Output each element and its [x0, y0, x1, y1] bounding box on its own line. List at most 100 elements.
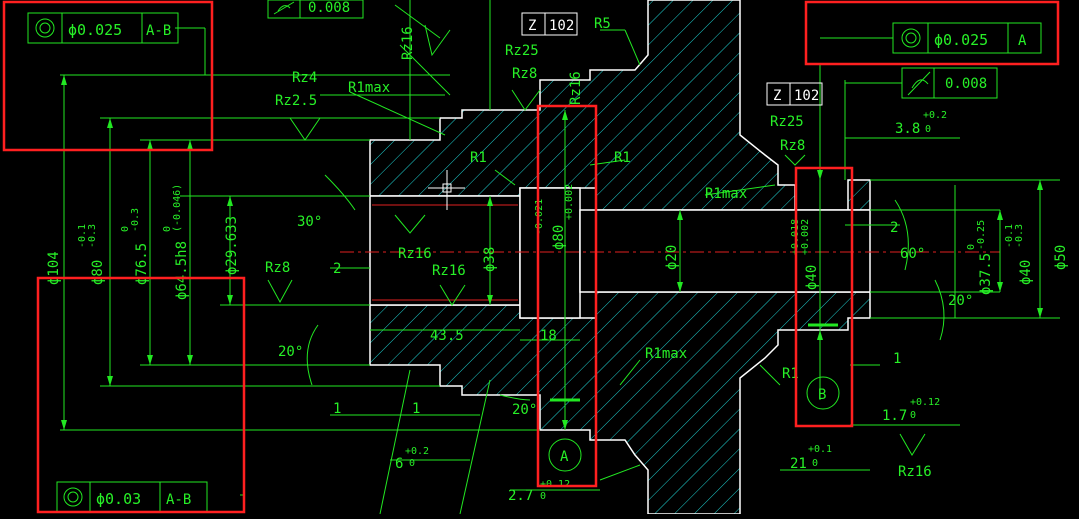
svg-text:0: 0: [925, 124, 931, 135]
length-labels: 2 43.5 18 1 1 1 6 +0.2 0 2.7 +0.12 0 3.8…: [333, 110, 947, 504]
svg-text:ϕ80: ϕ80: [551, 225, 567, 250]
svg-text:-0.3: -0.3: [87, 224, 98, 248]
highlight-box-top-right: [804, 0, 1060, 66]
svg-text:+0.2: +0.2: [923, 110, 947, 121]
circular-runout-icon: [907, 71, 931, 96]
svg-text:ϕ64.5h8: ϕ64.5h8: [174, 241, 190, 300]
svg-text:-0.3: -0.3: [130, 208, 141, 232]
fcf-tolerance: 0.008: [945, 76, 987, 92]
svg-text:3.8: 3.8: [895, 121, 920, 137]
svg-text:R5: R5: [594, 16, 611, 32]
highlight-box-bottom-left: [36, 276, 246, 514]
fcf-tolerance: ϕ0.025: [68, 21, 122, 39]
svg-text:ϕ38: ϕ38: [482, 247, 498, 272]
svg-text:0: 0: [910, 410, 916, 421]
svg-text:Rz4: Rz4: [292, 70, 317, 86]
svg-text:ϕ29.633: ϕ29.633: [224, 216, 240, 275]
svg-text:+0.002: +0.002: [800, 219, 811, 255]
roughness-labels: Rz4 Rz2.5 R1max Rz16 Rz25 Rz8 Rz16 R5 Rz…: [265, 16, 932, 480]
svg-text:Rz16: Rz16: [398, 246, 432, 262]
svg-text:30°: 30°: [297, 214, 322, 230]
svg-text:0: 0: [966, 244, 977, 250]
concentricity-icon: [901, 28, 921, 48]
highlight-box-top-left: [2, 0, 214, 152]
svg-text:2: 2: [333, 261, 341, 277]
highlight-box-right-dim: [794, 166, 854, 428]
inner-bore: [579, 209, 871, 293]
svg-text:ϕ104: ϕ104: [46, 251, 62, 285]
svg-text:-0.3: -0.3: [1014, 224, 1025, 248]
boxed-label-left[interactable]: Z 102: [521, 12, 578, 36]
svg-text:Rz8: Rz8: [265, 260, 290, 276]
svg-text:(-0.046): (-0.046): [172, 184, 183, 232]
boxed-label-right[interactable]: Z 102: [766, 82, 823, 106]
svg-text:+0.12: +0.12: [540, 479, 570, 490]
concentricity-icon: [35, 18, 55, 38]
svg-text:B: B: [818, 387, 826, 403]
fcf-tolerance: ϕ0.03: [96, 490, 141, 508]
svg-text:R1max: R1max: [348, 80, 390, 96]
svg-text:A: A: [560, 449, 569, 465]
svg-text:ϕ20: ϕ20: [664, 245, 680, 270]
svg-text:2.7: 2.7: [508, 488, 533, 504]
fcf-runout-right[interactable]: 0.008: [845, 67, 998, 99]
fcf-bottom-left[interactable]: ϕ0.03 A-B: [56, 481, 208, 513]
svg-text:18: 18: [540, 328, 557, 344]
fcf-tolerance: 0.008: [308, 0, 350, 16]
highlight-boxes: [2, 0, 1060, 514]
svg-text:R1max: R1max: [645, 346, 687, 362]
svg-text:-0.25: -0.25: [976, 220, 987, 250]
arrowheads: [61, 75, 1043, 430]
fcf-top-left[interactable]: ϕ0.025 A-B: [27, 12, 179, 44]
svg-text:102: 102: [794, 88, 819, 104]
svg-text:1: 1: [893, 351, 901, 367]
bore-outline: [369, 195, 521, 306]
svg-text:R1: R1: [782, 366, 799, 382]
svg-text:-0.1: -0.1: [77, 224, 88, 248]
fcf-top-right[interactable]: ϕ0.025 A: [820, 22, 1042, 54]
svg-text:Rz25: Rz25: [770, 114, 804, 130]
svg-text:Rz25: Rz25: [505, 43, 539, 59]
svg-text:20°: 20°: [512, 402, 537, 418]
svg-text:43.5: 43.5: [430, 328, 464, 344]
highlight-box-bore-dim: [536, 104, 598, 488]
svg-text:21: 21: [790, 456, 807, 472]
svg-text:Z: Z: [773, 88, 781, 104]
datum-a[interactable]: A: [548, 398, 582, 472]
svg-text:+0.2: +0.2: [405, 446, 429, 457]
svg-text:Rz2.5: Rz2.5: [275, 93, 317, 109]
svg-text:Rz16: Rz16: [432, 263, 466, 279]
svg-text:Rz8: Rz8: [780, 138, 805, 154]
angle-arcs: [306, 174, 945, 401]
svg-text:20°: 20°: [278, 344, 303, 360]
circular-runout-icon: [273, 1, 295, 15]
fcf-datum: A: [1018, 33, 1027, 49]
svg-text:-0.021: -0.021: [534, 199, 545, 235]
extension-lines: [60, 0, 1060, 515]
svg-text:102: 102: [549, 18, 574, 34]
fcf-tolerance: ϕ0.025: [934, 31, 988, 49]
datum-b[interactable]: B: [806, 323, 840, 410]
svg-text:ϕ76.5: ϕ76.5: [134, 243, 150, 285]
svg-text:ϕ50: ϕ50: [1053, 245, 1069, 270]
svg-text:+0.002: +0.002: [564, 184, 575, 220]
svg-text:0: 0: [540, 491, 546, 502]
svg-text:ϕ40: ϕ40: [1018, 260, 1034, 285]
svg-text:20°: 20°: [948, 293, 973, 309]
svg-text:-0.1: -0.1: [1004, 224, 1015, 248]
svg-text:+0.12: +0.12: [910, 397, 940, 408]
svg-text:ϕ80: ϕ80: [90, 260, 106, 285]
fcf-runout-top[interactable]: 0.008: [267, 0, 364, 19]
fcf-datum: A-B: [146, 23, 171, 39]
svg-text:1.7: 1.7: [882, 408, 907, 424]
svg-text:ϕ40: ϕ40: [804, 265, 820, 290]
bore-step: [519, 187, 581, 319]
concentricity-icon: [63, 487, 83, 507]
radius-labels: R1 R1 R1: [470, 150, 799, 382]
svg-text:0: 0: [409, 458, 415, 469]
crosshair-cursor: [428, 170, 465, 210]
svg-text:Z: Z: [528, 18, 536, 34]
angle-labels: 30° 20° 20° 60° 20°: [278, 214, 973, 418]
